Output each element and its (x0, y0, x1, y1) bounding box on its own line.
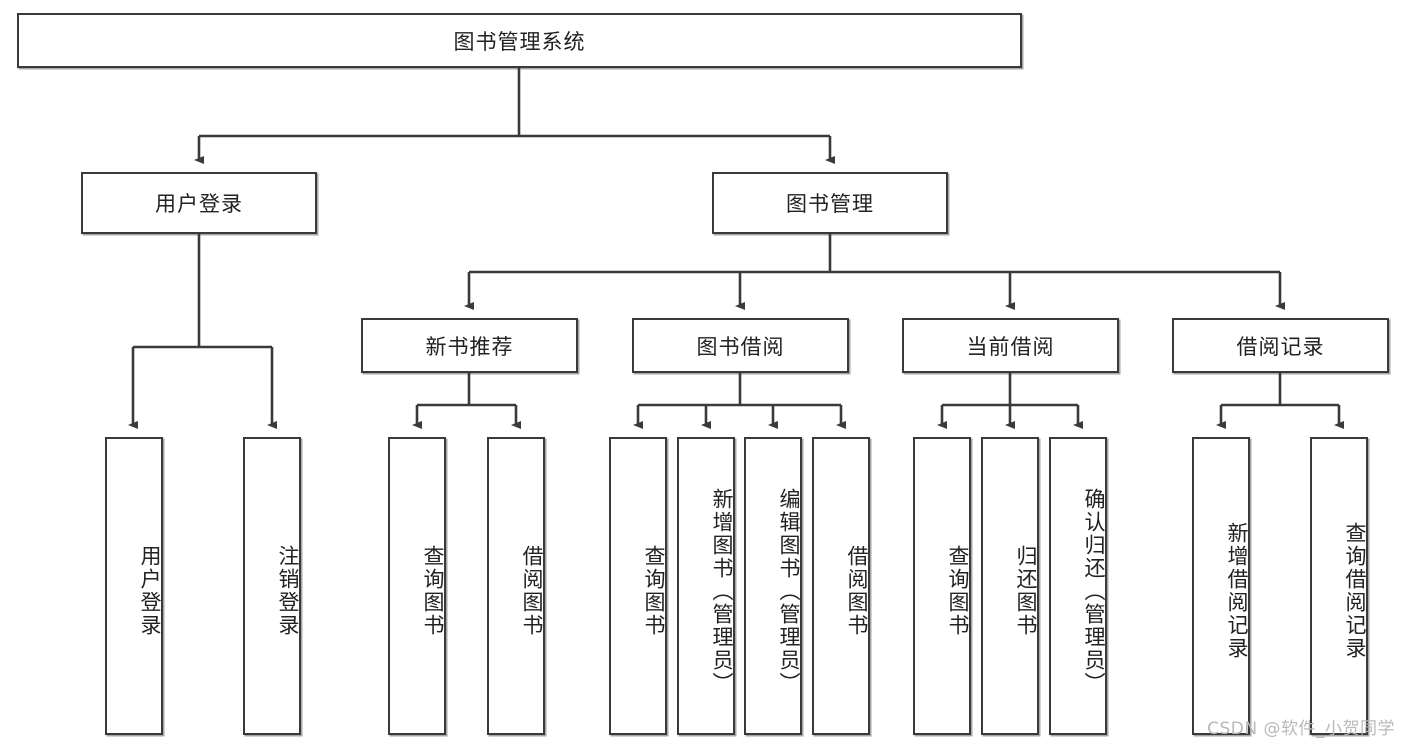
leaf-user-login[interactable]: 用户登录 (105, 437, 163, 735)
node-current-borrow[interactable]: 当前借阅 (902, 318, 1119, 373)
node-label: 查询图书 (642, 545, 666, 637)
node-label: 查询图书 (946, 545, 970, 637)
node-label: 图书管理 (786, 192, 874, 216)
leaf-add-borrow-record[interactable]: 新增借阅记录 (1192, 437, 1250, 735)
node-user-login[interactable]: 用户登录 (81, 172, 317, 234)
leaf-return-book[interactable]: 归还图书 (981, 437, 1039, 735)
node-root-book-management-system[interactable]: 图书管理系统 (17, 13, 1022, 68)
node-label: 图书借阅 (696, 334, 785, 359)
leaf-add-book-admin[interactable]: 新增图书（管理员） (677, 437, 735, 735)
leaf-logout[interactable]: 注销登录 (243, 437, 301, 735)
node-book-borrow[interactable]: 图书借阅 (632, 318, 849, 373)
node-label: 图书管理系统 (453, 29, 586, 54)
leaf-query-borrow-record[interactable]: 查询借阅记录 (1310, 437, 1368, 735)
node-label: 借阅记录 (1236, 334, 1325, 359)
node-label: 确认归还（管理员） (1082, 487, 1106, 695)
node-label: 借阅图书 (845, 545, 869, 637)
watermark-text: CSDN @软件_小贺同学 (1207, 719, 1395, 739)
node-label: 查询借阅记录 (1343, 522, 1367, 660)
leaf-query-book-under-current-borrow[interactable]: 查询图书 (913, 437, 971, 735)
node-label: 注销登录 (276, 545, 300, 637)
node-label: 查询图书 (421, 545, 445, 637)
node-label: 当前借阅 (966, 334, 1055, 359)
leaf-query-book-under-new-book-recommendation[interactable]: 查询图书 (388, 437, 446, 735)
node-label: 归还图书 (1014, 545, 1038, 637)
leaf-confirm-return-admin[interactable]: 确认归还（管理员） (1049, 437, 1107, 735)
leaf-borrow-book-under-book-borrow[interactable]: 借阅图书 (812, 437, 870, 735)
leaf-query-book-under-book-borrow[interactable]: 查询图书 (609, 437, 667, 735)
node-label: 用户登录 (138, 545, 162, 637)
node-label: 新增图书（管理员） (710, 487, 734, 695)
node-label: 新增借阅记录 (1225, 522, 1249, 660)
node-label: 编辑图书（管理员） (777, 487, 801, 695)
node-new-book-recommendation[interactable]: 新书推荐 (361, 318, 578, 373)
leaf-edit-book-admin[interactable]: 编辑图书（管理员） (744, 437, 802, 735)
node-label: 用户登录 (155, 192, 243, 216)
node-borrow-record[interactable]: 借阅记录 (1172, 318, 1389, 373)
leaf-borrow-book-under-new-book-recommendation[interactable]: 借阅图书 (487, 437, 545, 735)
node-label: 借阅图书 (520, 545, 544, 637)
node-book-manage[interactable]: 图书管理 (712, 172, 948, 234)
node-label: 新书推荐 (425, 334, 514, 359)
